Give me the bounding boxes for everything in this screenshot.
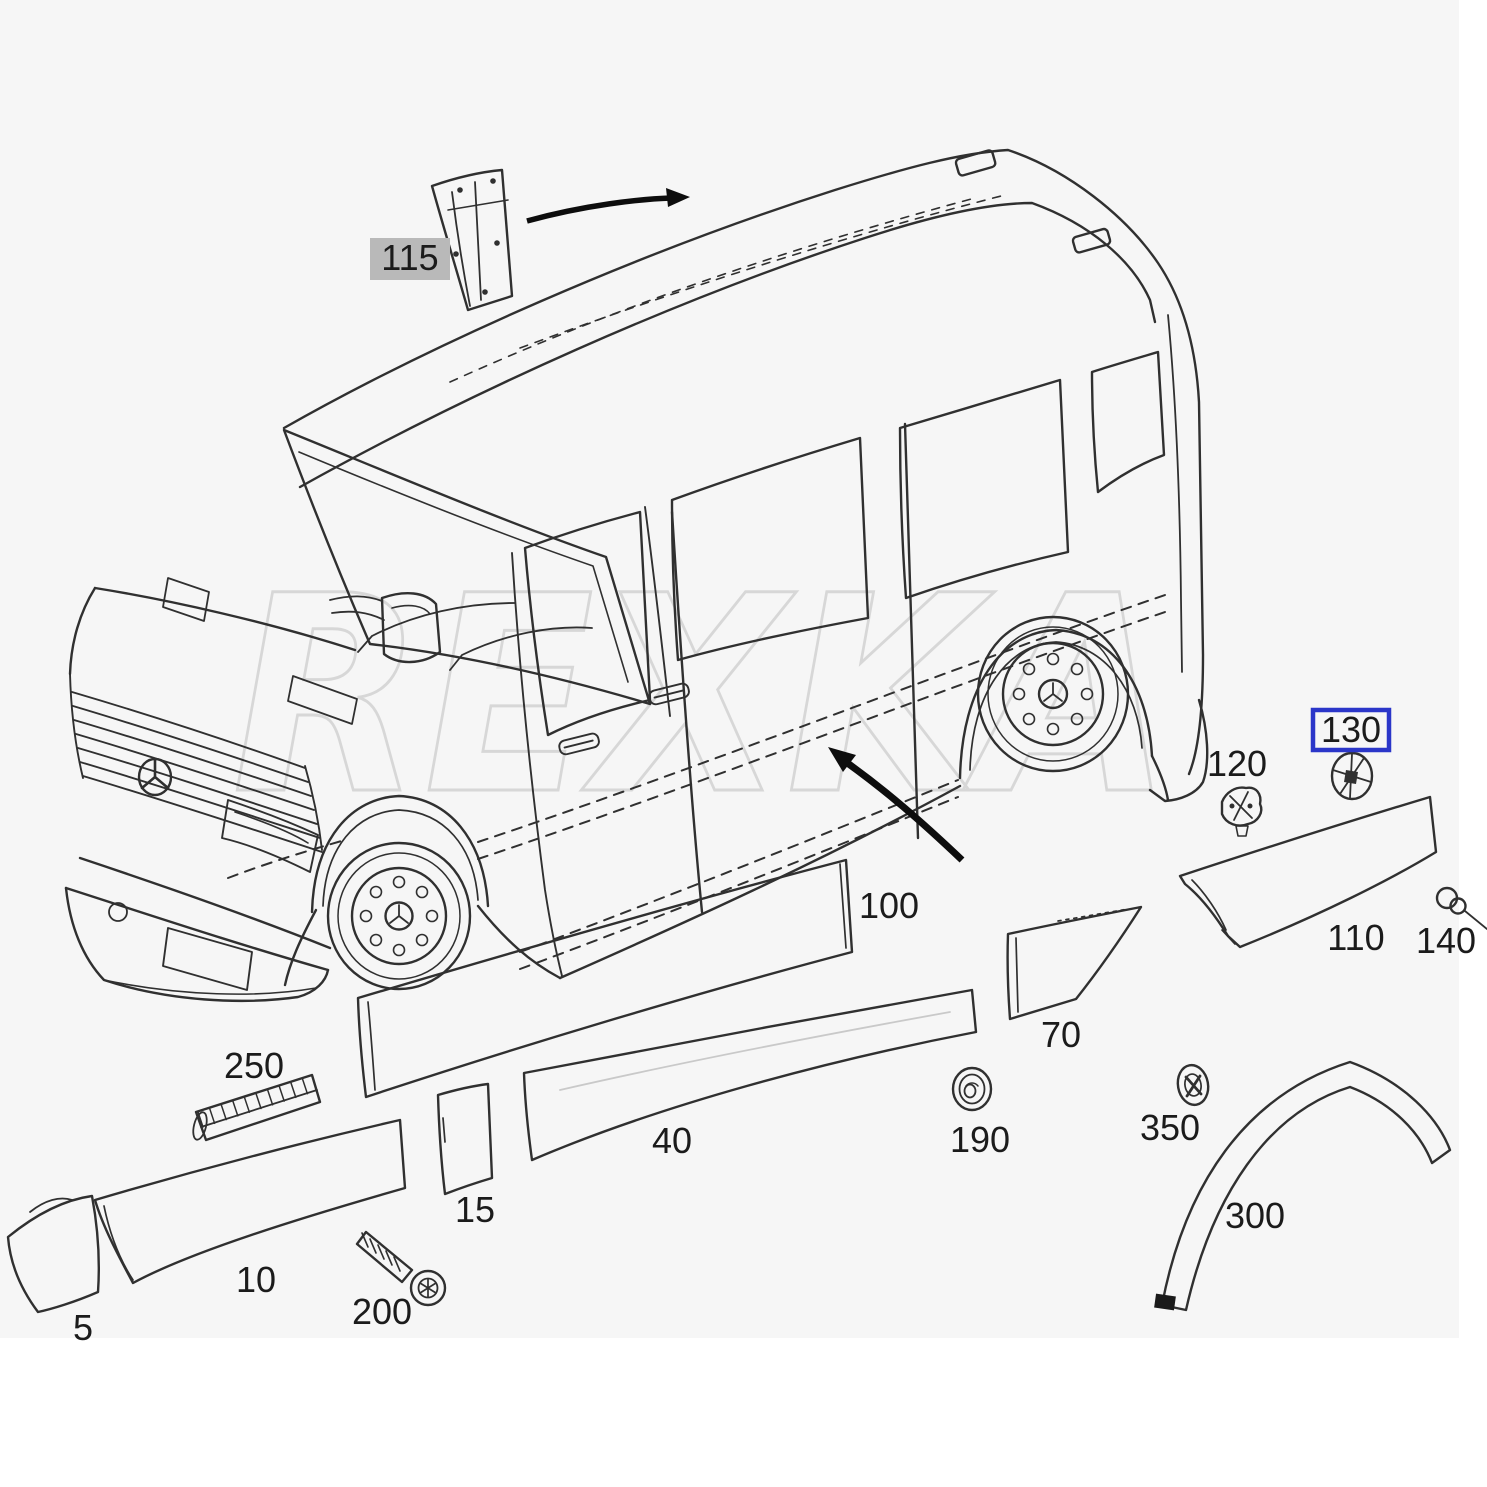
part-40-shape xyxy=(522,988,978,1162)
van-front-grille xyxy=(69,673,323,873)
part-10-label[interactable]: 10 xyxy=(236,1259,276,1300)
part-115-label[interactable]: 115 xyxy=(381,237,438,278)
part-100-label[interactable]: 100 xyxy=(859,885,919,926)
watermark-text: REXKA xyxy=(232,539,1172,855)
van-front-bumper xyxy=(64,856,332,1003)
label-115-highlight xyxy=(370,238,450,280)
van-mirror-icon xyxy=(329,592,442,664)
arrows xyxy=(526,188,965,863)
part-300-label[interactable]: 300 xyxy=(1225,1195,1285,1236)
van-windows xyxy=(523,350,1166,737)
part-190-grommet-icon xyxy=(951,1066,993,1112)
part-labels: 115 130 120 110 140 100 70 250 40 190 35… xyxy=(73,237,1476,1348)
part-10-shape xyxy=(93,1118,407,1285)
part-110-shape xyxy=(1178,795,1438,949)
part-350-label[interactable]: 350 xyxy=(1140,1107,1200,1148)
van-hood xyxy=(68,586,357,676)
arrow-molding-position xyxy=(828,747,965,863)
part-130-clip-icon xyxy=(1330,751,1374,801)
van-wheels xyxy=(310,615,1154,991)
part-200-label[interactable]: 200 xyxy=(352,1291,412,1332)
van-roof xyxy=(282,148,1205,776)
part-250-shape xyxy=(192,1073,322,1142)
diagram-background xyxy=(0,0,1459,1338)
part-200-screw-icon xyxy=(355,1230,447,1307)
part-5-shape xyxy=(6,1194,100,1314)
part-40-label[interactable]: 40 xyxy=(652,1120,692,1161)
part-70-shape xyxy=(1006,905,1143,1021)
part-350-clip-icon xyxy=(1176,1063,1210,1107)
part-70-label[interactable]: 70 xyxy=(1041,1014,1081,1055)
part-5-label[interactable]: 5 xyxy=(73,1307,93,1348)
part-110-label[interactable]: 110 xyxy=(1327,917,1384,958)
van-rear xyxy=(1148,314,1209,803)
part-100-shape xyxy=(356,858,854,1099)
label-130-selected-box[interactable] xyxy=(1310,707,1392,753)
van-illustration xyxy=(64,148,1209,1003)
van-windshield xyxy=(162,428,652,725)
part-115-shape xyxy=(430,168,514,312)
part-15-shape xyxy=(436,1082,494,1196)
part-15-label[interactable]: 15 xyxy=(455,1189,495,1230)
part-140-label[interactable]: 140 xyxy=(1416,920,1476,961)
arrow-115-to-van xyxy=(526,188,690,224)
part-120-label[interactable]: 120 xyxy=(1207,743,1267,784)
part-300-wheel-arch-shape xyxy=(1154,1060,1452,1312)
part-140-rivet-icon xyxy=(1435,886,1487,930)
part-130-label[interactable]: 130 xyxy=(1321,709,1381,750)
part-190-label[interactable]: 190 xyxy=(950,1119,1010,1160)
part-120-clip-icon xyxy=(1220,786,1263,837)
part-shapes xyxy=(6,168,1487,1314)
part-250-label[interactable]: 250 xyxy=(224,1045,284,1086)
van-headlight xyxy=(221,799,319,873)
mercedes-star-icon xyxy=(137,757,173,797)
